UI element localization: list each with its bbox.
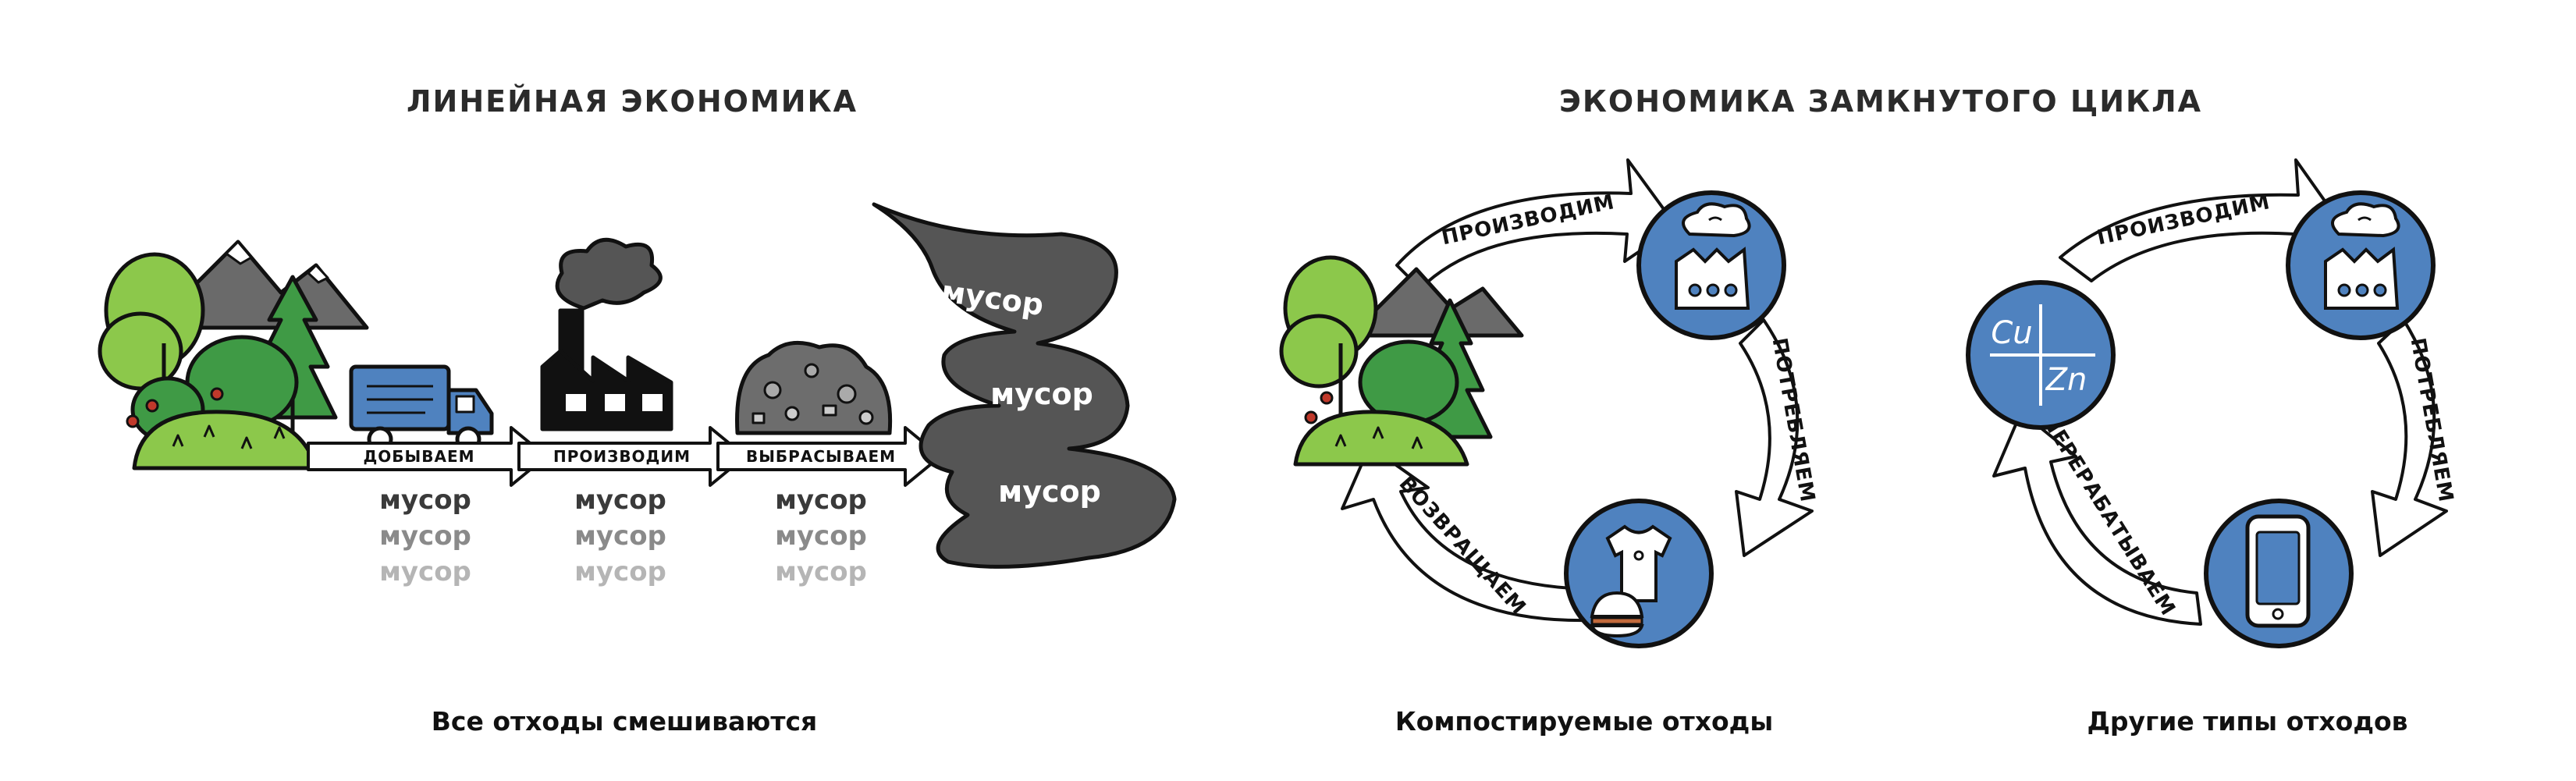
waste-labels: мусор мусор мусор мусор мусор мусор мусо… [379,485,867,588]
waste-word: мусор [574,485,666,516]
waste-word: мусор [775,485,867,516]
cloud-waste-word: мусор [990,377,1093,411]
caption-other-waste: Другие типы отходов [2087,706,2408,737]
step-label-produce: ПРОИЗВОДИМ [553,447,691,466]
title-linear-economy: ЛИНЕЙНАЯ ЭКОНОМИКА [406,84,858,119]
waste-word: мусор [775,520,867,552]
compost-nature-illustration [1279,255,1524,467]
compost-arrow-consume [1735,318,1814,557]
waste-word: мусор [379,556,471,588]
other-arrow-produce [2059,158,2344,282]
truck-illustration [349,364,494,453]
step-label-throwaway: ВЫБРАСЫВАЕМ [746,447,896,466]
compost-cycle: ПРОИЗВОДИМ ПОТРЕБЛЯЕМ ВОЗВРАЩАЕМ [1279,158,1819,648]
waste-word: мусор [379,485,471,516]
caption-compostable: Компостируемые отходы [1395,706,1774,737]
phone-circle [2204,499,2354,648]
waste-word: мусор [574,520,666,552]
title-circular-economy: ЭКОНОМИКА ЗАМКНУТОГО ЦИКЛА [1558,84,2203,119]
waste-word: мусор [574,556,666,588]
trash-pile-illustration [735,340,893,435]
compost-arrow-return [1341,445,1594,623]
arrow-throwaway [716,426,942,487]
other-cycle: ПРОИЗВОДИМ ПОТРЕБЛЯЕМ ПЕРЕРАБАТЫВАЕМ Cu … [1966,158,2457,648]
caption-linear: Все отходы смешиваются [431,706,818,737]
compost-consumer-goods-circle [1564,499,1714,648]
cloud-waste-word: мусор [998,474,1101,509]
waste-word: мусор [379,520,471,552]
nature-landscape-illustration [98,240,369,470]
linear-process-arrows [307,426,942,487]
other-factory-circle [2286,190,2436,340]
raw-elements-circle [1966,280,2116,430]
factory-illustration [540,237,673,431]
step-label-extract: ДОБЫВАЕМ [363,447,474,466]
waste-cloud [872,202,1177,569]
element-symbol-cu: Cu [1991,315,2032,351]
compost-factory-circle [1636,190,1786,340]
other-arrow-consume [2371,318,2448,557]
waste-word: мусор [775,556,867,588]
element-symbol-zn: Zn [2045,362,2087,398]
